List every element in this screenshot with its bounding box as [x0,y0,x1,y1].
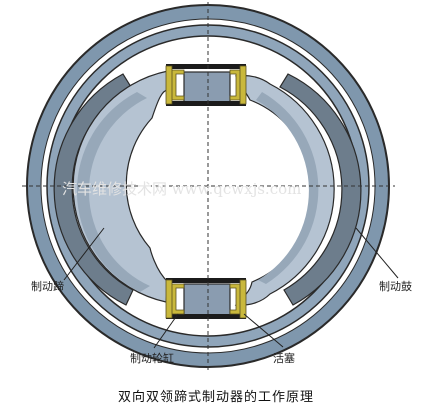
bottom-left-piston [165,279,185,319]
top-left-piston [165,65,185,105]
top-wheel-cylinder [165,64,247,106]
drum-leader-line [355,227,399,279]
cylinder-leader-line [153,313,179,349]
shoe-leader-line [63,227,105,281]
bottom-right-piston [229,279,247,319]
label-piston: 活塞 [273,351,295,365]
bottom-wheel-cylinder [165,278,247,319]
label-brake-shoe: 制动蹄 [31,279,64,293]
piston-leader-line [243,313,284,348]
label-brake-drum: 制动鼓 [379,279,412,293]
top-right-piston [229,65,247,105]
watermark-text: 汽车维修技术网 www.qcwxjs.com [62,180,301,198]
label-wheel-cylinder: 制动轮缸 [130,351,174,365]
diagram-caption: 双向双领蹄式制动器的工作原理 [118,389,314,405]
